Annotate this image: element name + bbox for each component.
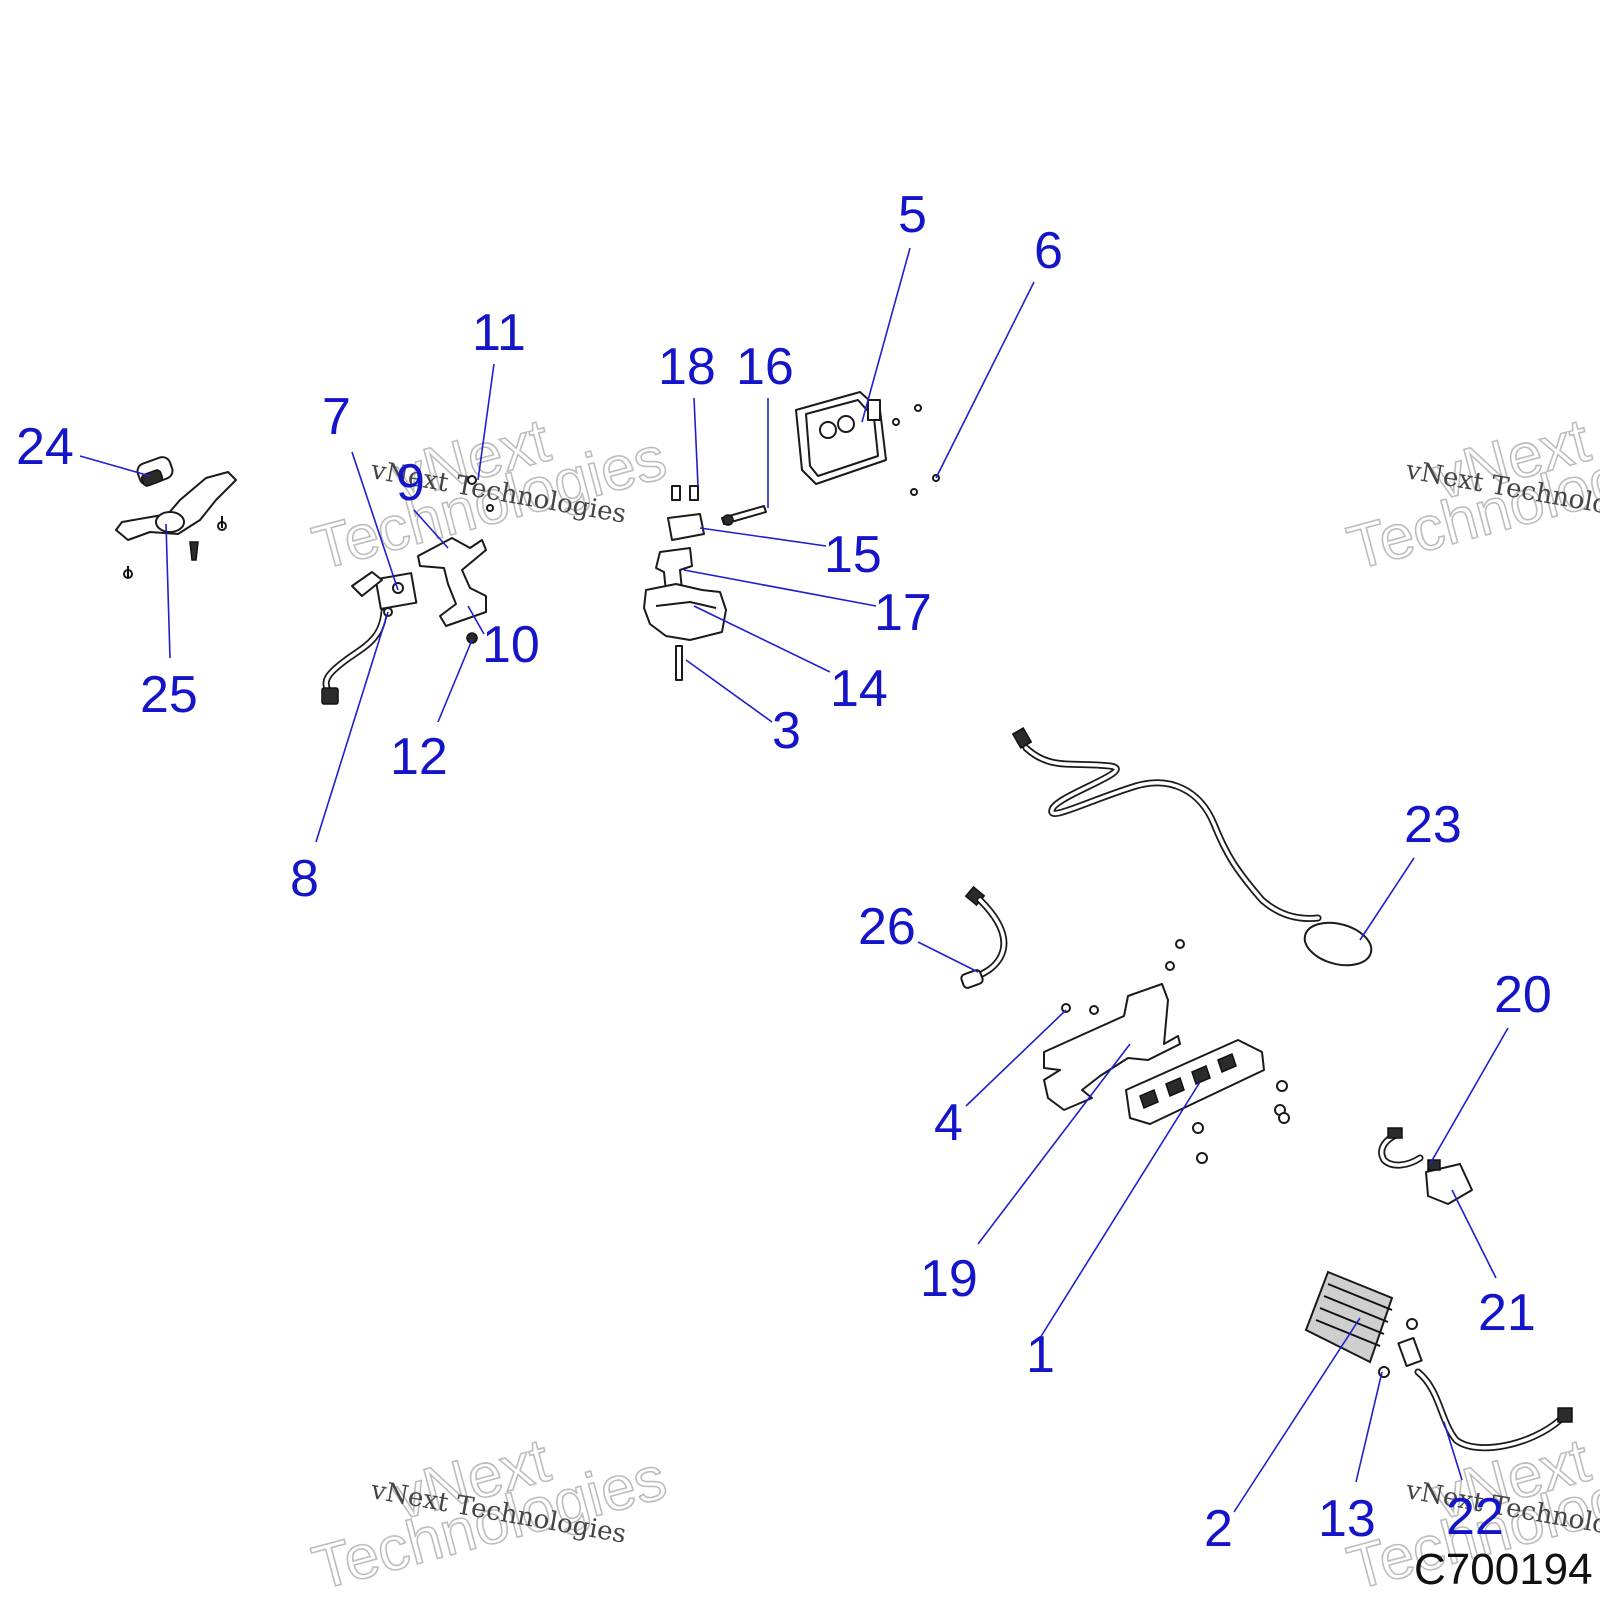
callout-21: 21 — [1478, 1284, 1536, 1342]
callout-11: 11 — [472, 304, 526, 362]
callout-25: 25 — [140, 666, 198, 724]
watermark-top-right: vNext Technologies vNext Technologies — [1340, 405, 1600, 584]
callout-19: 19 — [920, 1250, 978, 1308]
callout-3: 3 — [772, 702, 801, 760]
part-1-relay-block — [1125, 1039, 1290, 1164]
watermark-top-left: vNext Technologies vNext Technologies — [305, 405, 674, 584]
part-2-13-regulator — [1304, 1270, 1418, 1378]
callout-22: 22 — [1446, 1488, 1504, 1546]
callout-24: 24 — [16, 418, 74, 476]
callout-14: 14 — [830, 660, 888, 718]
callout-17: 17 — [874, 584, 932, 642]
screw-icon — [1192, 1080, 1290, 1164]
watermark-bottom-left: vNext Technologies vNext Technologies — [305, 1425, 674, 1600]
screw-icon — [123, 566, 133, 579]
leader-lines — [79, 247, 1509, 1513]
callout-9: 9 — [396, 454, 425, 512]
part-5-6-ecu — [795, 391, 940, 496]
callout-8: 8 — [290, 850, 319, 908]
callout-5: 5 — [898, 186, 927, 244]
callout-20: 20 — [1494, 966, 1552, 1024]
part-coil-assembly — [643, 485, 767, 681]
callout-15: 15 — [824, 526, 882, 584]
screw-icon — [1061, 939, 1185, 1015]
callout-2: 2 — [1204, 1500, 1233, 1558]
callout-7: 7 — [322, 388, 351, 446]
diagram-code: C700194 — [1414, 1545, 1593, 1594]
callout-13: 13 — [1318, 1490, 1376, 1548]
callout-18: 18 — [658, 338, 716, 396]
callout-23: 23 — [1404, 796, 1462, 854]
callout-26: 26 — [858, 898, 916, 956]
part-23-antenna — [1011, 727, 1373, 967]
callout-6: 6 — [1034, 222, 1063, 280]
part-25-bracket — [115, 471, 237, 579]
callout-4: 4 — [934, 1094, 963, 1152]
callout-16: 16 — [736, 338, 794, 396]
callout-1: 1 — [1026, 1326, 1055, 1384]
part-19-mounting-plate — [1043, 939, 1185, 1111]
callout-12: 12 — [390, 728, 448, 786]
screw-icon — [671, 485, 699, 501]
part-20-21-switch — [1378, 1127, 1473, 1205]
part-26-harness — [960, 885, 1008, 989]
part-7-8-sensor-harness — [321, 571, 418, 705]
callout-10: 10 — [482, 616, 540, 674]
part-24-clip — [136, 456, 174, 487]
callout-numbers: 1 2 3 4 5 6 7 8 9 10 11 12 13 14 15 16 1… — [16, 186, 1552, 1558]
screw-icon — [1378, 1318, 1418, 1378]
part-9-10-bracket — [417, 475, 494, 644]
screw-icon — [217, 516, 227, 531]
part-22-harness — [1397, 1336, 1573, 1452]
